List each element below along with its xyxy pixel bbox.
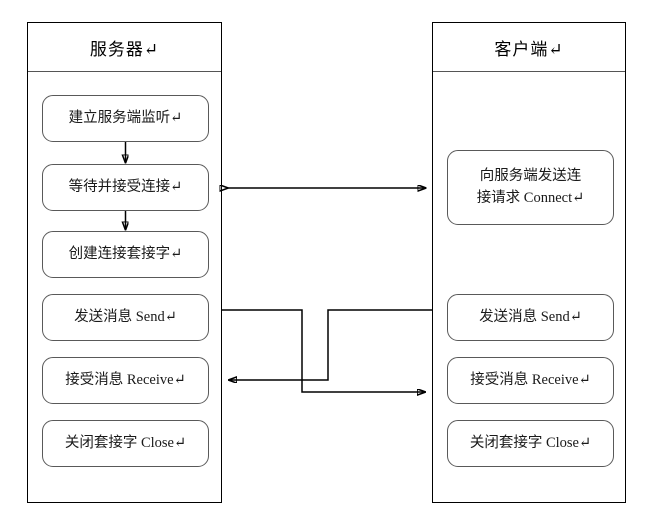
node-server-close[interactable]: 关闭套接字 Close↵ [42,420,209,467]
connector-server-send-to-client-receive [222,309,426,392]
node-client-receive[interactable]: 接受消息 Receive↵ [447,357,614,404]
node-label: 发送消息 Send↵ [479,308,582,325]
connector-client-send-to-server-receive [229,309,432,380]
node-label: 接受消息 Receive↵ [470,371,591,388]
node-server-wait-accept[interactable]: 等待并接受连接↵ [42,164,209,211]
node-client-connect[interactable]: 向服务端发送连 接请求 Connect↵ [447,150,614,225]
node-label-line2: 接请求 Connect↵ [476,189,585,206]
node-label: 发送消息 Send↵ [74,308,177,325]
node-server-send[interactable]: 发送消息 Send↵ [42,294,209,341]
lane-server-title: 服务器↵ [28,23,221,72]
node-label: 建立服务端监听↵ [68,109,183,126]
node-label: 接受消息 Receive↵ [65,371,186,388]
node-server-create-socket[interactable]: 创建连接套接字↵ [42,231,209,278]
node-label: 关闭套接字 Close↵ [64,434,187,451]
node-server-establish-listen[interactable]: 建立服务端监听↵ [42,95,209,142]
node-label: 关闭套接字 Close↵ [469,434,592,451]
node-client-send[interactable]: 发送消息 Send↵ [447,294,614,341]
node-label: 等待并接受连接↵ [68,178,183,195]
node-client-close[interactable]: 关闭套接字 Close↵ [447,420,614,467]
lane-client-title: 客户端↵ [433,23,625,72]
node-label: 创建连接套接字↵ [68,245,183,262]
node-server-receive[interactable]: 接受消息 Receive↵ [42,357,209,404]
node-label-line1: 向服务端发送连 [479,168,582,185]
